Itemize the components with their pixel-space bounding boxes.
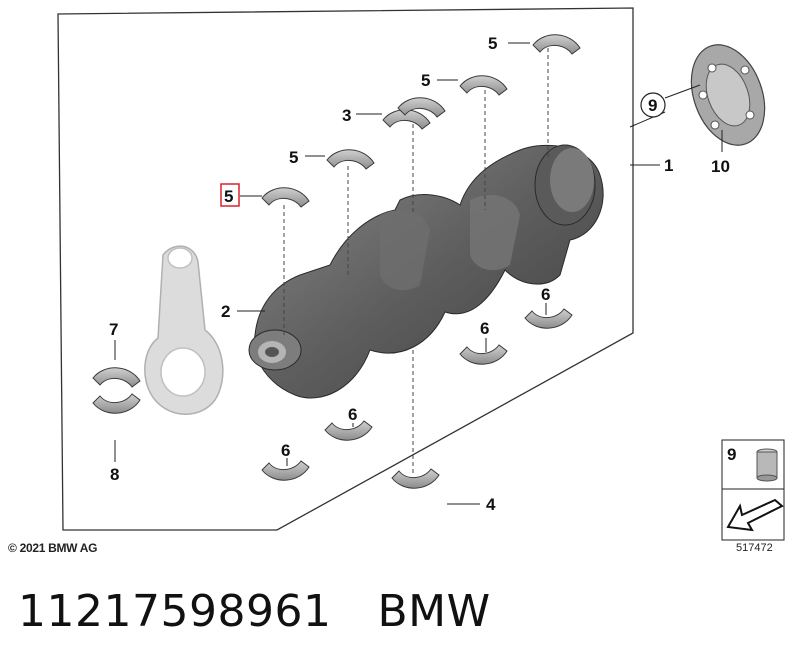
diagram-number: 517472 [736,542,773,554]
dashed-axes [283,48,549,475]
callout-3: 3 [342,106,351,125]
callout-6: 6 [281,441,290,460]
flex-plate-image [690,44,766,146]
callout-8: 8 [110,465,119,484]
part-number: 11217598961 [18,586,332,637]
callout-6: 6 [541,285,550,304]
sleeve-icon [756,448,778,482]
callout-2: 2 [221,302,230,321]
callout-5: 5 [488,34,497,53]
callout-5: 5 [289,148,298,167]
callout-1: 1 [664,156,673,175]
callout-9-circle [640,92,666,118]
callout-5: 5 [421,71,430,90]
callout-4: 4 [486,495,496,514]
callout-7: 7 [109,320,118,339]
callout-10: 10 [711,157,730,176]
parts-diagram: 5 5 3 5 5 2 1 9 10 7 8 6 6 6 6 4 9 [57,7,785,541]
callout-5-highlighted: 5 [224,187,233,206]
callout-6: 6 [348,405,357,424]
part-caption: 11217598961 BMW [18,586,491,637]
arrow-icon [726,498,784,532]
assembly-frame [57,7,634,531]
callout-9: 9 [648,96,657,115]
copyright-text: © 2021 BMW AG [8,541,98,555]
crankshaft-image [248,144,604,399]
bearing-shells [92,34,581,489]
legend-label: 9 [727,445,736,464]
legend-box: 9 [721,439,785,541]
connecting-rod-image [144,245,224,415]
callout-6: 6 [480,319,489,338]
highlight-box [220,183,240,207]
brand-name: BMW [377,586,491,637]
